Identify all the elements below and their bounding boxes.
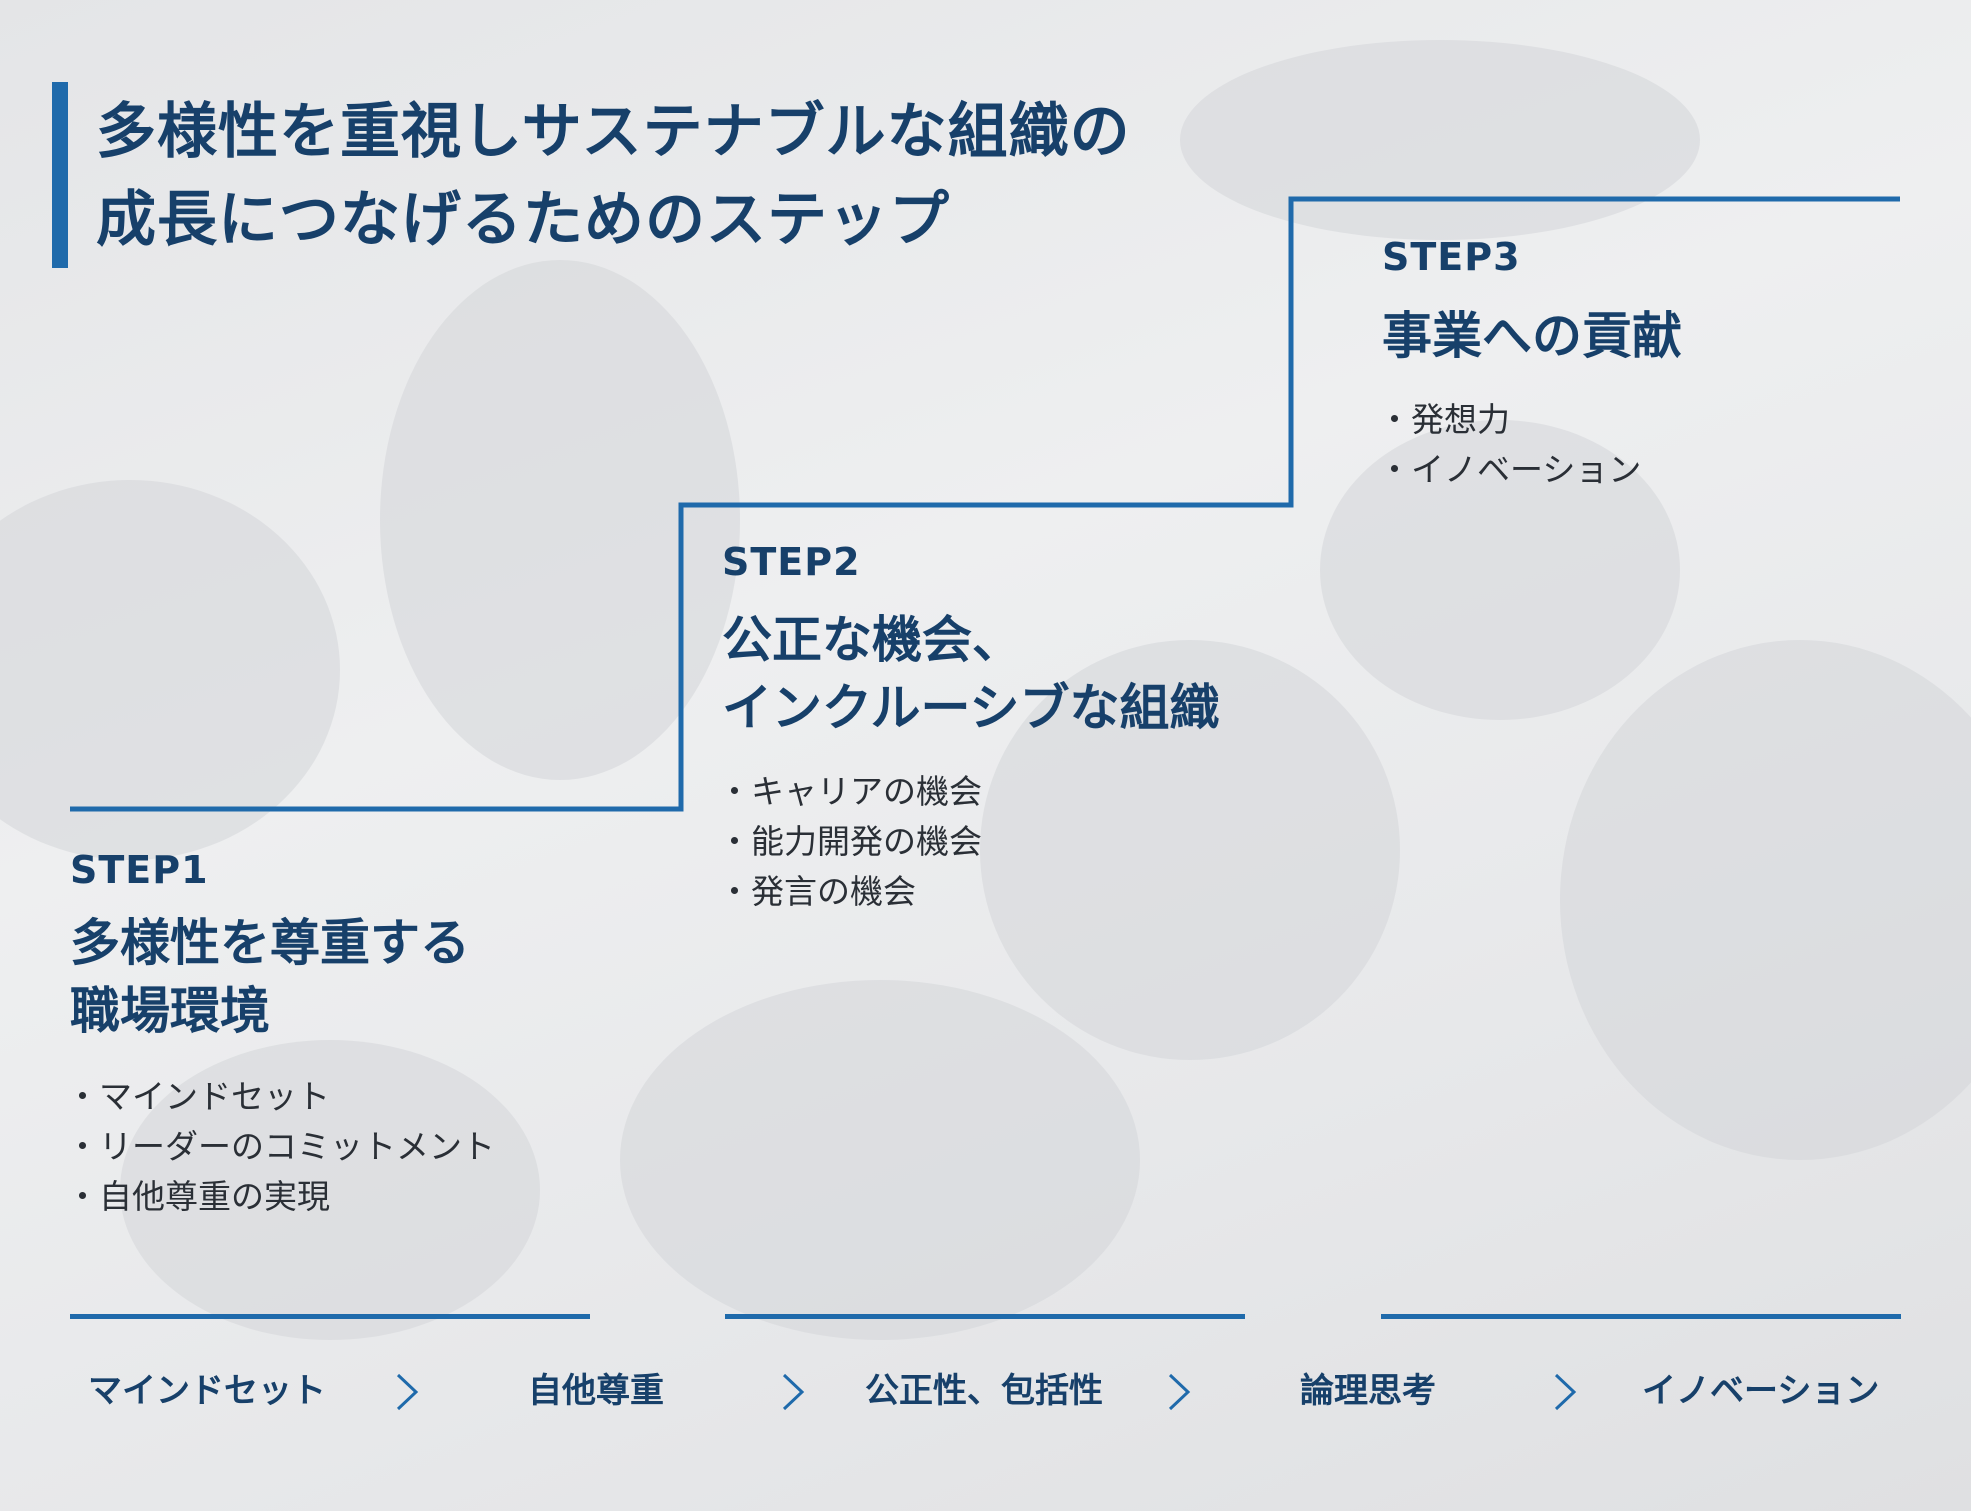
step2-title-line-2: インクルーシブな組織 bbox=[722, 679, 1220, 737]
step2-title-line-1: 公正な機会、 bbox=[722, 611, 1022, 669]
list-item: リーダーのコミットメント bbox=[66, 1122, 495, 1172]
step2-title: 公正な機会、 インクルーシブな組織 bbox=[722, 606, 1220, 742]
list-item: 能力開発の機会 bbox=[718, 817, 982, 867]
step2-list: キャリアの機会 能力開発の機会 発言の機会 bbox=[718, 767, 982, 917]
chevron-right-icon bbox=[396, 1373, 419, 1411]
chevron-right-icon bbox=[1168, 1373, 1191, 1411]
list-item: 発言の機会 bbox=[718, 867, 982, 917]
page-title-line-1: 多様性を重視しサステナブルな組織の bbox=[96, 97, 1131, 167]
step3-label: STEP3 bbox=[1382, 235, 1521, 279]
title-accent-bar bbox=[52, 82, 68, 268]
list-item: 発想力 bbox=[1378, 395, 1641, 445]
page-title: 多様性を重視しサステナブルな組織の 成長につなげるためのステップ bbox=[96, 88, 1131, 264]
step1-title-line-1: 多様性を尊重する bbox=[70, 914, 470, 972]
list-item: マインドセット bbox=[66, 1072, 495, 1122]
list-item: キャリアの機会 bbox=[718, 767, 982, 817]
step1-title-line-2: 職場環境 bbox=[70, 982, 270, 1040]
flow-line-2 bbox=[725, 1314, 1245, 1319]
flow-item-self-other-respect: 自他尊重 bbox=[528, 1371, 664, 1411]
flow-item-fairness-inclusion: 公正性、包括性 bbox=[865, 1371, 1103, 1411]
step1-list: マインドセット リーダーのコミットメント 自他尊重の実現 bbox=[66, 1072, 495, 1222]
chevron-right-icon bbox=[782, 1373, 805, 1411]
list-item: 自他尊重の実現 bbox=[66, 1172, 495, 1222]
step3-list: 発想力 イノベーション bbox=[1378, 395, 1641, 495]
step3-title-line-1: 事業への貢献 bbox=[1382, 307, 1682, 365]
flow-line-1 bbox=[70, 1314, 590, 1319]
step1-title: 多様性を尊重する 職場環境 bbox=[70, 909, 470, 1045]
step3-title: 事業への貢献 bbox=[1382, 302, 1682, 370]
page-title-line-2: 成長につなげるためのステップ bbox=[96, 185, 950, 255]
step2-label: STEP2 bbox=[722, 540, 861, 584]
chevron-right-icon bbox=[1554, 1373, 1577, 1411]
list-item: イノベーション bbox=[1378, 445, 1641, 495]
flow-line-3 bbox=[1381, 1314, 1901, 1319]
step1-label: STEP1 bbox=[70, 848, 209, 892]
flow-item-mindset: マインドセット bbox=[88, 1371, 326, 1411]
flow-item-innovation: イノベーション bbox=[1642, 1371, 1880, 1411]
flow-item-logical-thinking: 論理思考 bbox=[1300, 1371, 1436, 1411]
